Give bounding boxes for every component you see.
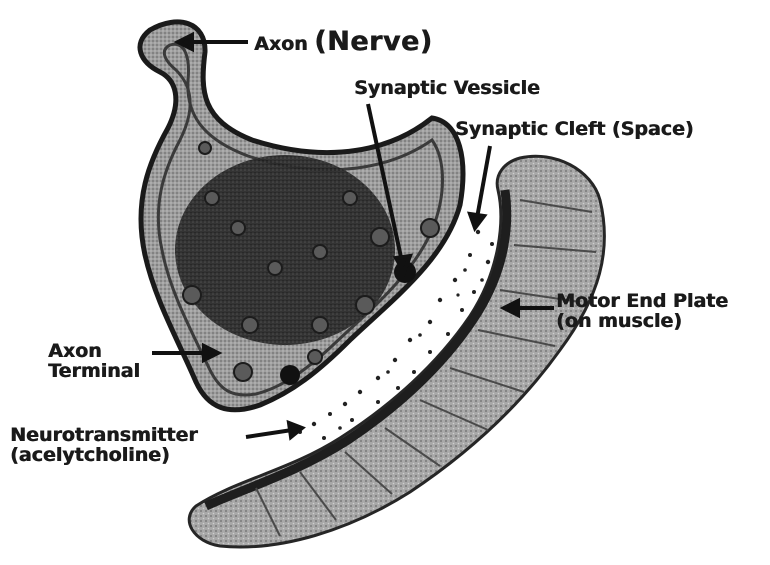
label-axon-terminal-line1: Axon	[48, 342, 140, 362]
label-neurotransmitter: Neurotransmitter (acelytcholine)	[10, 426, 198, 466]
label-axon-terminal: Axon Terminal	[48, 342, 140, 382]
label-axon-word: Axon	[254, 33, 308, 55]
label-motor-end-plate-line1: Motor End Plate	[556, 292, 728, 312]
cleft-arrowhead	[470, 214, 484, 228]
label-nerve: (Nerve)	[314, 26, 432, 57]
label-motor-end-plate: Motor End Plate (on muscle)	[556, 292, 728, 332]
terminal-dark-core	[175, 155, 395, 345]
neurotransmitter-arrowhead	[289, 423, 302, 437]
label-axon: Axon (Nerve)	[254, 28, 433, 56]
label-synaptic-vessicle: Synaptic Vessicle	[354, 79, 540, 99]
label-neurotransmitter-line1: Neurotransmitter	[10, 426, 198, 446]
neurotransmitter-leader-line	[246, 430, 292, 437]
label-synaptic-cleft: Synaptic Cleft (Space)	[455, 120, 693, 140]
label-axon-terminal-line2: Terminal	[48, 362, 140, 382]
label-neurotransmitter-line2: (acelytcholine)	[10, 446, 198, 466]
cleft-leader-line	[477, 146, 490, 218]
label-motor-end-plate-line2: (on muscle)	[556, 312, 728, 332]
